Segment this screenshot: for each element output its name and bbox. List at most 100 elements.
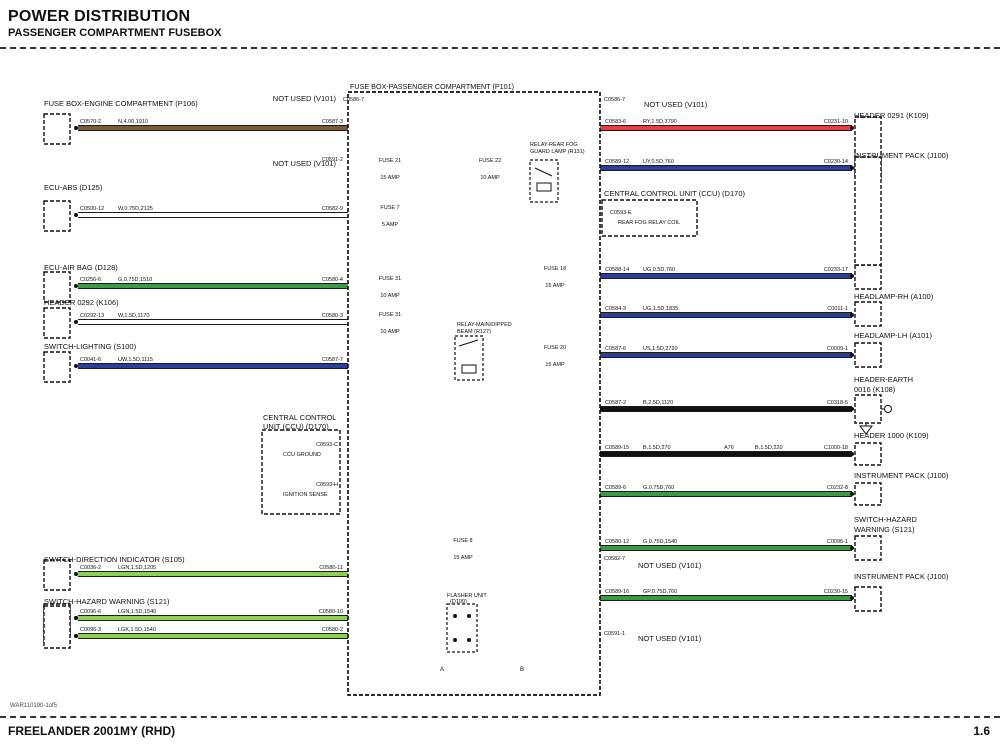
wire-spec: W,1.5D,1170 (118, 313, 149, 319)
right-component-name: INSTRUMENT PACK (J100) (854, 572, 949, 581)
connector-id: C1000-18 (824, 445, 848, 451)
not-used-label: NOT USED (V101) (638, 634, 702, 643)
connector-id: C0570-2 (80, 119, 101, 125)
fusebox-pin-id: C0589-15 (605, 445, 629, 451)
connector-pin (74, 364, 78, 368)
left-connector-box (43, 559, 71, 591)
ccu-pin-label: REAR FOG RELAY COIL (618, 220, 680, 226)
fuse-rating: 5 AMP (382, 222, 399, 228)
connector-pin (850, 353, 854, 357)
fusebox-pin-id: C0587-6 (605, 346, 626, 352)
fuse-rating: 15 AMP (380, 175, 400, 181)
wire-spec: UY,0.5D,760 (643, 159, 674, 165)
continuation-marker: B (520, 667, 524, 673)
right-component-name: HEADLAMP-RH (A100) (854, 292, 934, 301)
connector-id: C0036-2 (80, 565, 101, 571)
ccu-pin-id: C0593-C (316, 442, 338, 448)
wire-spec: UW,1.5D,1115 (118, 357, 153, 363)
wire-spec: B,1.5D,270 (643, 445, 671, 451)
relay-name: RELAY-MAIN/DIPPED (457, 322, 512, 328)
wire-spec: US,1.5D,2720 (643, 346, 678, 352)
fuse-name: FUSE 31 (379, 312, 401, 318)
flasher-unit-box (446, 603, 478, 653)
right-component-name: WARNING (S121) (854, 525, 915, 534)
relay-rear-fog-box (529, 159, 559, 203)
fusebox-pin-id: C0587-3 (322, 119, 343, 125)
wire-spec: RY,1.5D,3790 (643, 119, 677, 125)
right-component-name: 0016 (K108) (854, 385, 896, 394)
left-component-name: FUSE BOX-ENGINE COMPARTMENT (P106) (44, 99, 198, 108)
earth-point-icon (884, 405, 892, 413)
right-component-name: INSTRUMENT PACK (J100) (854, 151, 949, 160)
right-connector-box (854, 394, 882, 424)
connector-pin (850, 452, 854, 456)
fuse-name: FUSE 31 (379, 276, 401, 282)
relay-name: (D100) (450, 599, 467, 605)
ccu-right-box (601, 199, 698, 237)
ccu-title: CENTRAL CONTROL UNIT (CCU) (D170) (604, 189, 745, 198)
connector-pin (850, 596, 854, 600)
connector-id: C0041-6 (80, 357, 101, 363)
right-component-name: HEADER 1000 (K109) (854, 431, 929, 440)
fusebox-pin-id: C0584-3 (605, 306, 626, 312)
connector-pin (74, 126, 78, 130)
relay-name: BEAM (R127) (457, 329, 491, 335)
document-reference: WAR110190-1of5 (10, 703, 58, 709)
connector-pin (74, 213, 78, 217)
connector-id: C0096-3 (80, 627, 101, 633)
connector-pin (850, 313, 854, 317)
wire-spec: N,4.00,1910 (118, 119, 148, 125)
fusebox-pin-id: C0586-7 (604, 97, 625, 103)
ccu-title: CENTRAL CONTROL (263, 413, 336, 422)
connector-id: C0230-15 (824, 589, 848, 595)
connector-pin (850, 166, 854, 170)
connector-id: C0256-6 (80, 277, 101, 283)
not-used-label: NOT USED (V101) (273, 94, 337, 103)
fusebox-pin-id: C0589-6 (605, 485, 626, 491)
fuse-rating: 10 AMP (380, 329, 400, 335)
fuse-rating: 15 AMP (545, 283, 565, 289)
right-component-name: SWITCH-HAZARD (854, 515, 917, 524)
wire-spec: G,0.75D,1540 (643, 539, 677, 545)
fusebox-pin-id: C0588-14 (605, 267, 629, 273)
fusebox-pin-id: C0580-11 (319, 565, 343, 571)
continuation-marker: A (440, 667, 444, 673)
splice-id: A76 (724, 445, 734, 451)
fuse-rating: 10 AMP (380, 293, 400, 299)
connector-pin (74, 616, 78, 620)
fusebox-pin-id: C0589-12 (605, 159, 629, 165)
left-component-name: ECU-AIR BAG (D128) (44, 263, 118, 272)
fuse-name: FUSE 20 (544, 345, 566, 351)
right-component-name: HEADLAMP-LH (A101) (854, 331, 932, 340)
right-connector-box (854, 535, 882, 561)
relay-contact (534, 167, 553, 177)
wire-spec: GP,0.75D,760 (643, 589, 677, 595)
connector-id: C0009-1 (827, 346, 848, 352)
fusebox-pin-id: C0580-3 (322, 313, 343, 319)
relay-name: GUARD LAMP (R131) (530, 149, 585, 155)
ccu-pin-id: C0593-H (316, 482, 338, 488)
not-used-label: NOT USED (V101) (644, 100, 708, 109)
fuse-name: FUSE 22 (479, 158, 501, 164)
wire-spec: G,0.75D,1510 (118, 277, 152, 283)
connector-pin (74, 572, 78, 576)
fusebox-border (347, 91, 601, 696)
wire-spec: UG,1.5D,1835 (643, 306, 678, 312)
flasher-terminal (453, 638, 457, 642)
wire-spec: LGN,1.5D,1540 (118, 609, 156, 615)
right-connector-box (854, 301, 882, 327)
fusebox-pin-id: C0580-12 (605, 539, 629, 545)
left-component-name: ECU-ABS (D125) (44, 183, 103, 192)
fusebox-pin-id: C0586-7 (343, 97, 364, 103)
fusebox-pin-id: C0587-2 (605, 400, 626, 406)
left-component-name: HEADER 0292 (K106) (44, 298, 119, 307)
fusebox-pin-id: C0587-7 (322, 357, 343, 363)
fusebox-pin-id: C0589-16 (605, 589, 629, 595)
wire-spec: W,0.75D,2125 (118, 206, 153, 212)
connector-pin (850, 546, 854, 550)
fusebox-pin-id: C0582-9 (322, 206, 343, 212)
ccu-left-box (261, 429, 341, 515)
top-divider (0, 47, 1000, 49)
boxes-layer (43, 91, 882, 696)
connector-pin (850, 126, 854, 130)
